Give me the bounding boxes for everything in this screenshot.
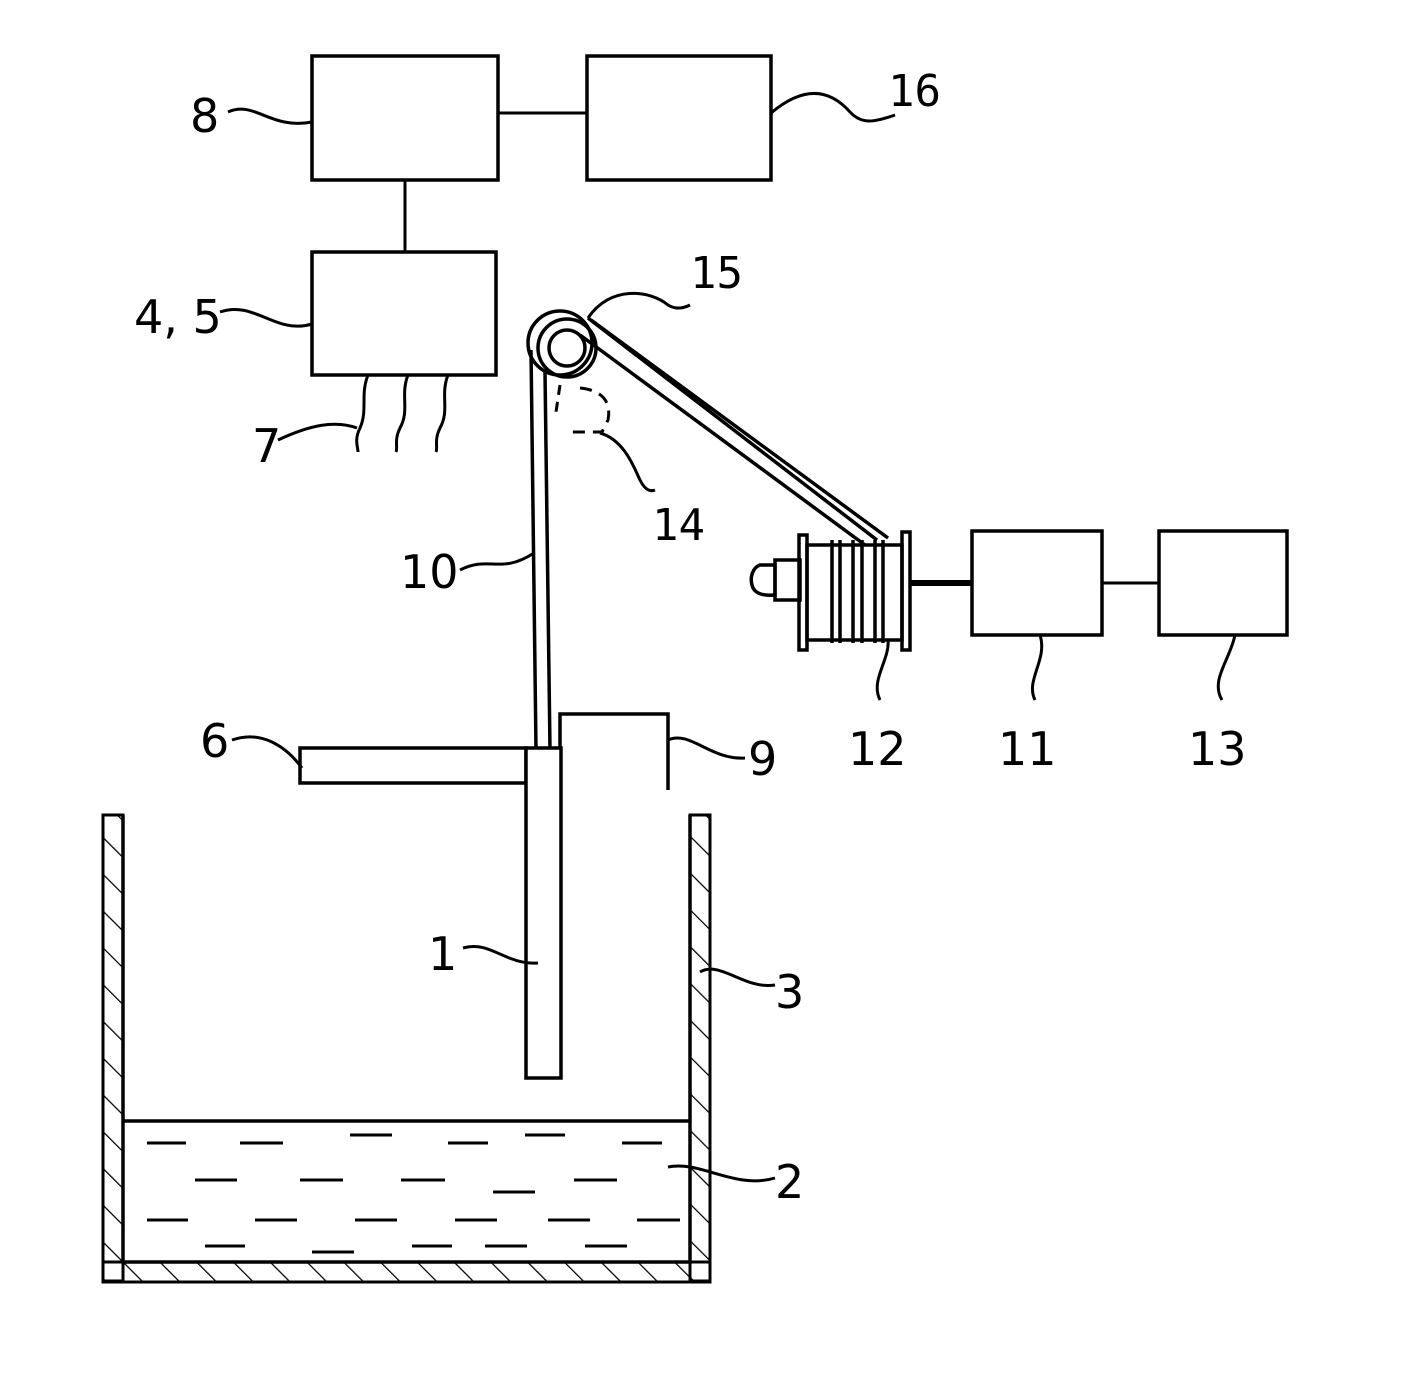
arm-6 <box>300 748 526 783</box>
label-4-5: 4, 5 <box>134 290 222 344</box>
label-11: 11 <box>998 722 1057 776</box>
cable-10-vertical <box>531 350 550 750</box>
box-4-5 <box>312 252 496 375</box>
box-13 <box>1159 531 1287 635</box>
sensor-wires-7 <box>357 375 448 452</box>
label-12: 12 <box>848 722 907 776</box>
box-11 <box>972 531 1102 635</box>
box-16 <box>587 56 771 180</box>
label-16: 16 <box>888 66 941 117</box>
label-14: 14 <box>652 500 705 551</box>
container-3 <box>103 815 710 1282</box>
label-8: 8 <box>190 89 219 143</box>
holder-9 <box>560 714 668 790</box>
liquid-2 <box>123 1121 690 1252</box>
label-3: 3 <box>775 965 804 1019</box>
label-1: 1 <box>428 927 457 981</box>
cable-to-drum <box>580 318 888 545</box>
label-6: 6 <box>200 714 229 768</box>
label-13: 13 <box>1188 722 1247 776</box>
label-2: 2 <box>775 1155 804 1209</box>
label-7: 7 <box>252 419 281 473</box>
box-8 <box>312 56 498 180</box>
probe-1 <box>526 748 561 1078</box>
label-9: 9 <box>748 732 777 786</box>
label-10: 10 <box>400 545 459 599</box>
label-15: 15 <box>690 248 743 299</box>
winch-drum-12 <box>751 532 972 650</box>
pulley-15 <box>528 311 596 377</box>
dashed-part-14 <box>556 385 609 432</box>
